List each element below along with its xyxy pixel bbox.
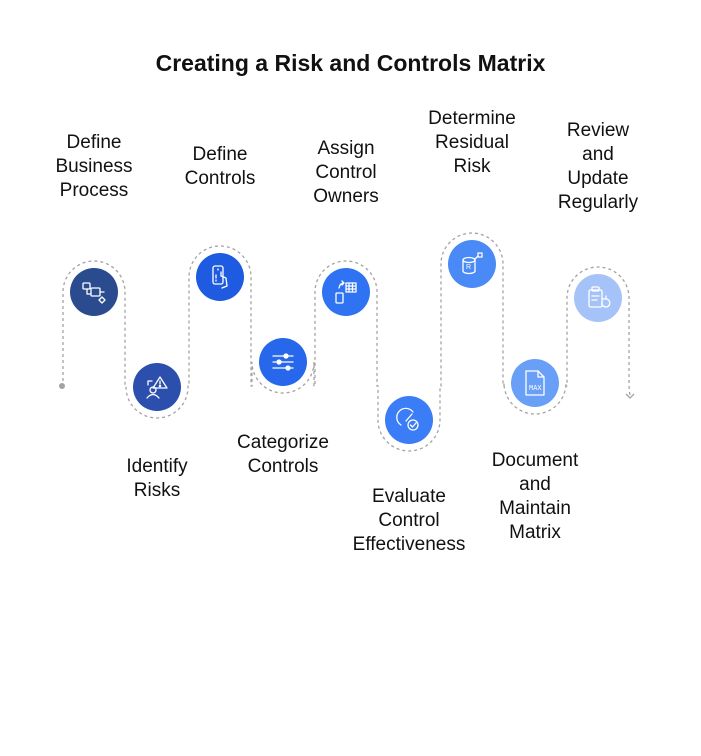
step-label-6: Evaluate Control Effectiveness: [352, 486, 466, 555]
step-node-circle: [196, 253, 244, 301]
sliders-icon: [272, 353, 294, 371]
step-node-9: [574, 274, 622, 322]
risk-warning-icon: [146, 376, 168, 399]
step-label-2: Identify Risks: [126, 456, 188, 501]
dashed-connector: [62, 232, 631, 452]
step-node-circle: [448, 240, 496, 288]
step-node-circle: [70, 268, 118, 316]
step-nodes: R MAX: [70, 240, 622, 444]
step-label-3: Define Controls: [184, 144, 256, 189]
step-node-4: [259, 338, 307, 386]
serpentine-path: [62, 232, 631, 452]
step-node-circle: [574, 274, 622, 322]
path-end-arrow-icon: [625, 393, 635, 399]
step-node-2: [133, 363, 181, 411]
svg-text:MAX: MAX: [529, 385, 542, 393]
step-node-circle: [385, 396, 433, 444]
step-node-5: [322, 268, 370, 316]
svg-text:R: R: [466, 264, 471, 271]
step-node-circle: [133, 363, 181, 411]
step-node-1: [70, 268, 118, 316]
page-title: Creating a Risk and Controls Matrix: [155, 50, 546, 76]
step-node-circle: [511, 359, 559, 407]
step-label-4: Categorize Controls: [237, 432, 329, 477]
gauge-check-icon: [396, 407, 419, 431]
assign-table-icon: [335, 280, 357, 304]
step-node-7: R: [448, 240, 496, 288]
touch-device-icon: [212, 265, 228, 289]
step-node-6: [385, 396, 433, 444]
step-label-7: Determine Residual Risk: [428, 108, 516, 177]
step-label-9: Review and Update Regularly: [557, 120, 639, 213]
database-network-icon: R: [462, 252, 483, 275]
step-node-3: [196, 253, 244, 301]
step-label-5: Assign Control Owners: [313, 138, 379, 207]
clipboard-refresh-icon: [588, 286, 611, 308]
step-label-1: Define Business Process: [55, 132, 133, 201]
process-flow-icon: [82, 282, 106, 304]
step-node-8: MAX: [511, 359, 559, 407]
document-max-icon: MAX: [525, 370, 545, 396]
step-label-8: Document and Maintain Matrix: [491, 450, 579, 543]
path-start-dot: [59, 383, 65, 389]
